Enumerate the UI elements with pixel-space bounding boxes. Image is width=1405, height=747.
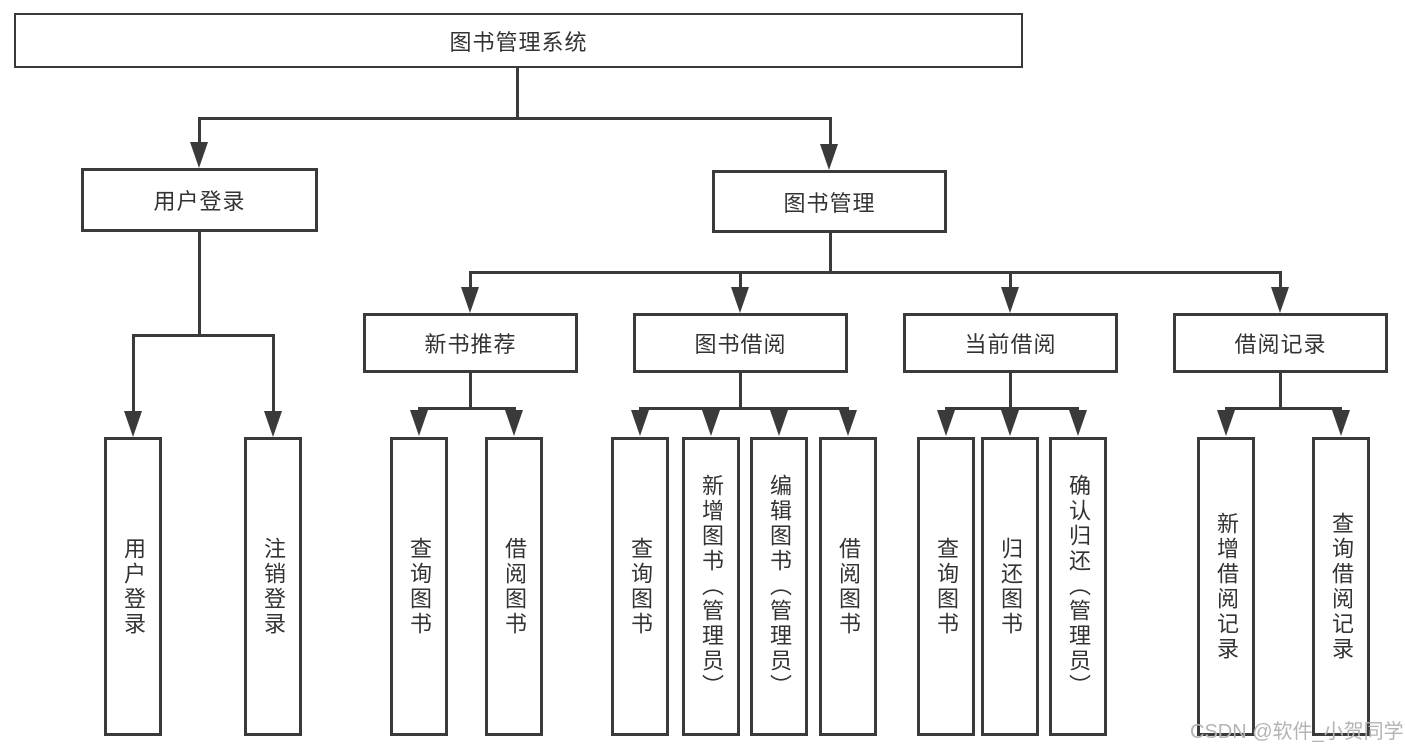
node-user-login: 用户登录	[81, 168, 318, 232]
node-borrow-records: 借阅记录	[1173, 313, 1388, 373]
leaf-return-book: 归还图书	[981, 437, 1039, 736]
arrow-down-icon	[124, 411, 142, 437]
connector-drop-level3	[739, 271, 742, 289]
csdn-watermark: CSDN @软件_小贺同学	[1190, 721, 1404, 743]
leaf-label: 确认归还（管理员）	[1066, 474, 1091, 699]
leaf-label: 借阅图书	[502, 536, 527, 637]
arrow-down-icon	[461, 287, 479, 313]
leaf-query-borrow-record: 查询借阅记录	[1312, 437, 1370, 736]
node-borrow-records-label: 借阅记录	[1234, 332, 1327, 357]
node-root: 图书管理系统	[14, 13, 1023, 68]
connector-level2-horizontal	[198, 117, 831, 120]
connector-records-stem	[1279, 371, 1282, 409]
node-current-borrow: 当前借阅	[903, 313, 1118, 373]
leaf-label: 新增借阅记录	[1214, 511, 1239, 662]
arrow-down-icon	[770, 410, 788, 436]
connector-drop-user-login	[198, 117, 201, 144]
arrow-down-icon	[839, 410, 857, 436]
connector-drop-level3	[1279, 271, 1282, 289]
arrow-down-icon	[731, 287, 749, 313]
arrow-down-icon	[505, 410, 523, 436]
connector-user-login-stem	[198, 230, 201, 336]
arrow-down-icon	[1069, 410, 1087, 436]
node-book-management: 图书管理	[712, 170, 947, 233]
arrow-down-icon	[1332, 410, 1350, 436]
node-user-login-label: 用户登录	[153, 189, 246, 214]
leaf-confirm-return-admin: 确认归还（管理员）	[1049, 437, 1107, 736]
leaf-label: 归还图书	[998, 536, 1023, 637]
arrow-down-icon	[702, 410, 720, 436]
leaf-label: 查询图书	[407, 536, 432, 637]
leaf-query-book-borrow: 查询图书	[611, 437, 669, 736]
leaf-label: 注销登录	[261, 536, 286, 637]
leaf-add-book-admin: 新增图书（管理员）	[682, 437, 740, 736]
arrow-down-icon	[190, 142, 208, 168]
leaf-label: 新增图书（管理员）	[699, 474, 724, 699]
arrow-down-icon	[937, 410, 955, 436]
leaf-query-book-recommend: 查询图书	[390, 437, 448, 736]
connector-book-mgmt-stem	[829, 231, 832, 273]
leaf-borrow-book: 借阅图书	[819, 437, 877, 736]
leaf-edit-book-admin: 编辑图书（管理员）	[750, 437, 808, 736]
connector-level3-horizontal	[469, 271, 1282, 274]
leaf-label: 查询图书	[934, 536, 959, 637]
node-current-borrow-label: 当前借阅	[964, 332, 1057, 357]
leaf-label: 查询图书	[628, 536, 653, 637]
arrow-down-icon	[820, 144, 838, 170]
node-new-book-recommend: 新书推荐	[363, 313, 578, 373]
leaf-label: 编辑图书（管理员）	[767, 474, 792, 699]
node-book-borrow-label: 图书借阅	[694, 332, 787, 357]
arrow-down-icon	[1001, 287, 1019, 313]
arrow-down-icon	[1001, 410, 1019, 436]
connector-borrow-horizontal	[639, 407, 849, 410]
node-book-management-label: 图书管理	[783, 190, 876, 216]
connector-records-horizontal	[1225, 407, 1342, 410]
connector-drop-leaf	[272, 334, 275, 412]
arrow-down-icon	[1217, 410, 1235, 436]
arrow-down-icon	[1271, 287, 1289, 313]
node-book-borrow: 图书借阅	[633, 313, 848, 373]
leaf-query-book-current: 查询图书	[917, 437, 975, 736]
connector-new-book-horizontal	[418, 407, 516, 410]
leaf-label: 借阅图书	[836, 536, 861, 637]
connector-drop-leaf	[132, 334, 135, 412]
arrow-down-icon	[631, 410, 649, 436]
node-root-label: 图书管理系统	[449, 29, 588, 55]
arrow-down-icon	[410, 410, 428, 436]
leaf-label: 查询借阅记录	[1329, 511, 1354, 662]
connector-drop-book-mgmt	[829, 117, 832, 146]
node-new-book-recommend-label: 新书推荐	[424, 332, 517, 357]
leaf-borrow-book-recommend: 借阅图书	[485, 437, 543, 736]
leaf-logout-login: 注销登录	[244, 437, 302, 736]
leaf-user-login: 用户登录	[104, 437, 162, 736]
connector-drop-level3	[469, 271, 472, 289]
connector-current-horizontal	[945, 407, 1079, 410]
arrow-down-icon	[264, 411, 282, 437]
connector-new-book-stem	[469, 371, 472, 409]
leaf-label: 用户登录	[121, 536, 146, 637]
connector-drop-level3	[1009, 271, 1012, 289]
connector-borrow-stem	[739, 371, 742, 409]
connector-user-login-horizontal	[132, 334, 275, 337]
leaf-add-borrow-record: 新增借阅记录	[1197, 437, 1255, 736]
connector-current-stem	[1009, 371, 1012, 409]
connector-root-stem	[516, 66, 519, 119]
